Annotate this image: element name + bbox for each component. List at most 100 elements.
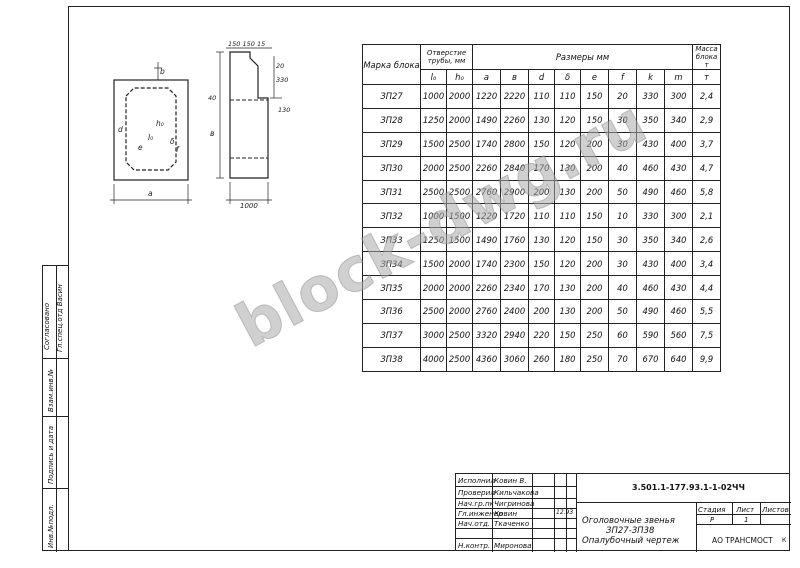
table-cell: 60 [608,322,637,348]
table-cell: 150 [580,227,609,253]
header-sizes: Размеры мм [472,44,693,70]
table-cell: 2300 [500,251,529,277]
subheader-cell: k [636,69,665,85]
table-cell: 220 [528,322,555,348]
subheader-cell: h₀ [446,69,473,85]
subheader-cell: m [664,69,693,85]
table-cell: 2500 [446,131,473,157]
table-cell: 1250 [420,107,447,133]
subheader-cell: d [528,69,555,85]
title-block: Исполнил Проверил Нач.гр.пк Гл.инженер Н… [455,473,791,552]
table-cell: 1720 [500,203,529,229]
subheader-cell: δ [554,69,581,85]
table-cell: 3,4 [692,251,721,277]
table-cell: 2940 [500,322,529,348]
table-cell: 2500 [446,346,473,372]
drawing-frame [68,6,790,551]
table-cell: 1740 [472,131,501,157]
stamp-agreed-cols: Гл.спец.отд Васин [56,284,64,352]
table-cell: 40 [608,275,637,301]
block-mark-cell: ЗП27 [362,84,421,109]
table-cell: 200 [528,299,555,324]
subheader-cell: т [692,69,721,85]
table-cell: 7,5 [692,322,721,348]
table-cell: 2000 [446,299,473,324]
table-cell: 4,7 [692,155,721,181]
table-cell: 1000 [420,84,447,109]
table-cell: 430 [664,275,693,301]
table-cell: 130 [554,275,581,301]
table-cell: 110 [528,84,555,109]
side-dim-130: 130 [278,106,290,114]
block-mark-cell: ЗП31 [362,179,421,205]
table-cell: 200 [580,251,609,277]
table-cell: 2760 [472,299,501,324]
table-cell: 1490 [472,227,501,253]
table-cell: 260 [528,346,555,372]
dim-b-label: b [160,67,165,76]
block-mark-cell: ЗП28 [362,107,421,133]
table-cell: 170 [528,275,555,301]
table-cell: 2800 [500,131,529,157]
table-cell: 1500 [446,203,473,229]
table-cell: 250 [580,322,609,348]
table-cell: 300 [664,203,693,229]
block-mark-cell: ЗП32 [362,203,421,229]
table-cell: 2220 [500,84,529,109]
tb-role-3: Гл.инженер [458,509,503,518]
table-cell: 2260 [472,275,501,301]
tb-name-0: Ковин В. [494,476,527,485]
subheader-cell: f [608,69,637,85]
table-cell: 430 [664,155,693,181]
dim-a-label: a [148,189,153,198]
table-cell: 30 [608,251,637,277]
stamp-col-inv: Инв.№подл. [47,504,55,548]
subheader-cell: l₀ [420,69,447,85]
tb-role-2: Нач.гр.пк [458,499,495,508]
table-cell: 640 [664,346,693,372]
tb-format: К [782,537,787,544]
table-cell: 1220 [472,84,501,109]
side-dim-20: 20 [276,62,284,70]
tb-name-2: Чигринова [494,499,535,508]
dim-g-label: δ [170,137,175,146]
block-mark-cell: ЗП33 [362,227,421,253]
table-cell: 250 [580,346,609,372]
table-cell: 2340 [500,275,529,301]
front-view-opening [125,87,177,171]
table-cell: 1500 [446,227,473,253]
tb-sheet-label: Лист [736,505,755,514]
front-view-outline [113,79,189,181]
side-view-outline [229,51,269,179]
table-cell: 350 [636,227,665,253]
table-cell: 2840 [500,155,529,181]
table-cell: 130 [528,107,555,133]
table-cell: 130 [554,179,581,205]
table-cell: 130 [528,227,555,253]
table-cell: 350 [636,107,665,133]
table-cell: 400 [664,131,693,157]
table-cell: 3,7 [692,131,721,157]
table-cell: 2,6 [692,227,721,253]
tb-date: 12.93 [556,509,574,516]
table-cell: 120 [554,251,581,277]
table-cell: 460 [636,155,665,181]
table-cell: 2000 [420,155,447,181]
table-cell: 2000 [446,84,473,109]
table-cell: 110 [554,203,581,229]
table-cell: 50 [608,299,637,324]
tb-stage-value: Р [710,515,715,524]
table-cell: 2500 [446,322,473,348]
table-cell: 30 [608,227,637,253]
table-cell: 110 [528,203,555,229]
subheader-cell: a [472,69,501,85]
table-cell: 110 [554,84,581,109]
tb-name-5: Миронова [494,541,532,550]
stamp-col-sign: Подпись и дата [47,426,55,484]
header-mark: Марка блока [362,44,421,85]
